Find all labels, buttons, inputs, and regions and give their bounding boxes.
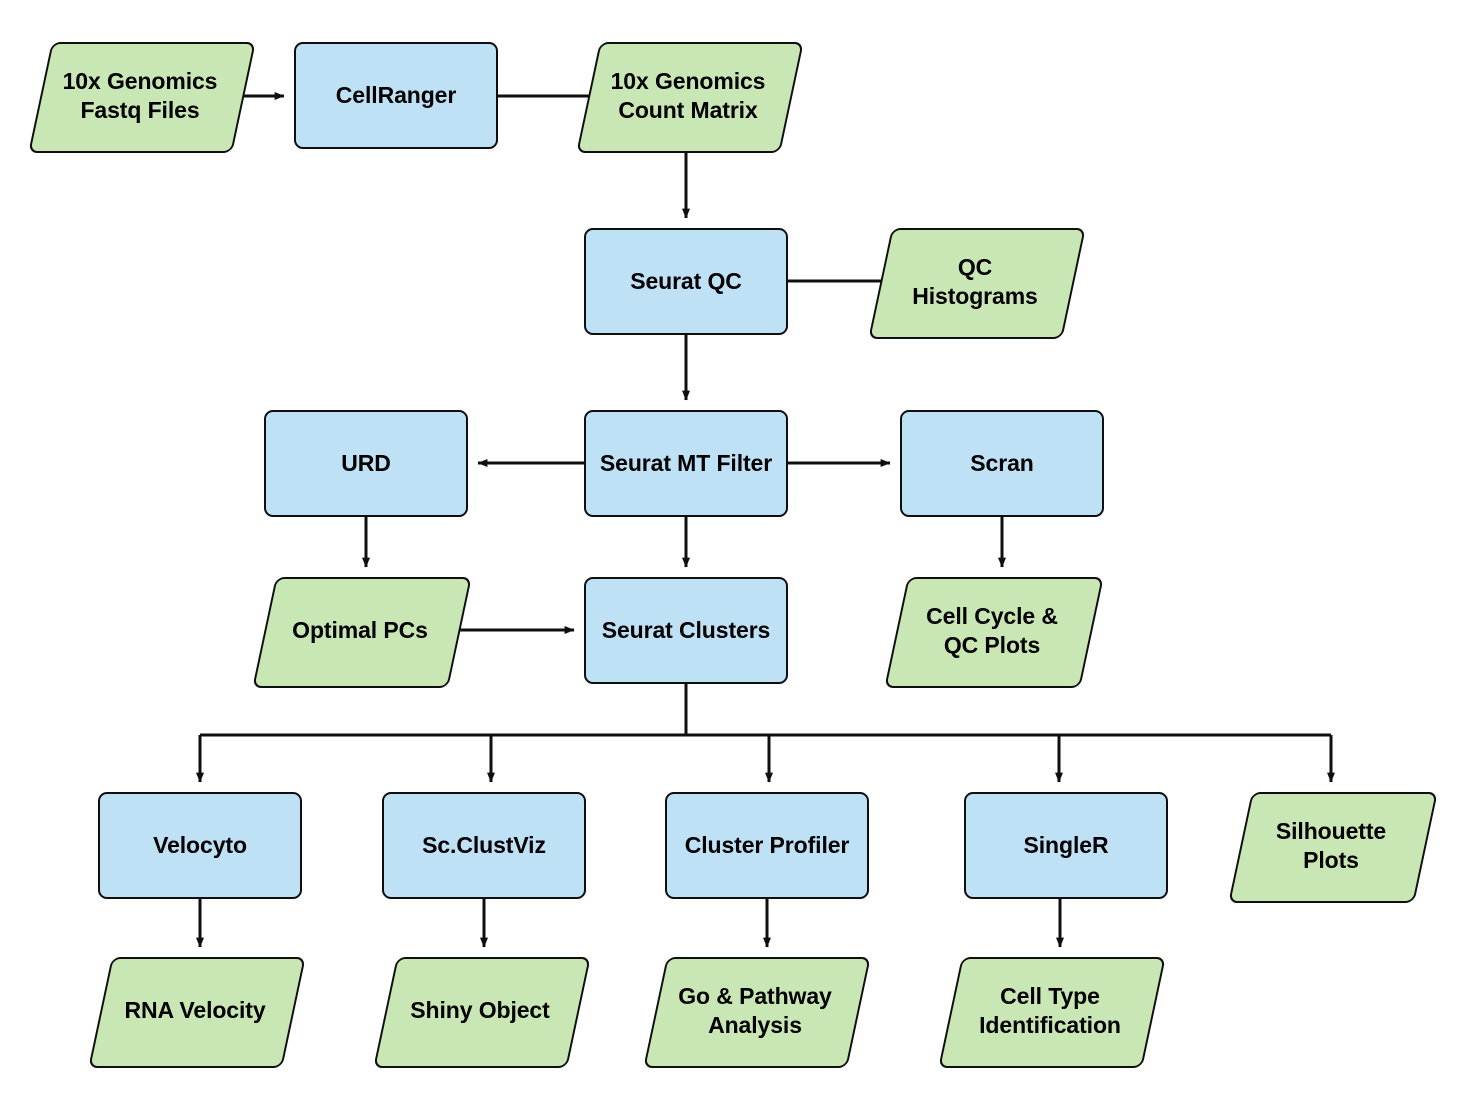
node-label: URD	[341, 450, 391, 477]
node-label: CellRanger	[335, 82, 457, 109]
node-silhouette[interactable]: Silhouette Plots	[1228, 792, 1438, 903]
node-optimalpcs[interactable]: Optimal PCs	[252, 577, 472, 688]
node-countmatrix[interactable]: 10x Genomics Count Matrix	[576, 42, 804, 153]
node-singler[interactable]: SingleR	[964, 792, 1168, 899]
node-shinyobject[interactable]: Shiny Object	[373, 957, 591, 1068]
node-fastq[interactable]: 10x Genomics Fastq Files	[28, 42, 256, 153]
node-label: Cluster Profiler	[684, 832, 850, 859]
node-label: Go & Pathway Analysis	[678, 983, 832, 1038]
node-scran[interactable]: Scran	[900, 410, 1104, 517]
node-urd[interactable]: URD	[264, 410, 468, 517]
node-scclustviz[interactable]: Sc.ClustViz	[382, 792, 586, 899]
node-label: Seurat QC	[630, 268, 742, 295]
node-label: SingleR	[1023, 832, 1109, 859]
node-label: Scran	[970, 450, 1034, 477]
node-qchist[interactable]: QC Histograms	[868, 228, 1086, 339]
node-label: Sc.ClustViz	[422, 832, 546, 859]
node-label: Seurat MT Filter	[599, 450, 773, 477]
node-label: Velocyto	[153, 832, 247, 859]
node-cellcycle[interactable]: Cell Cycle & QC Plots	[884, 577, 1104, 688]
node-label: 10x Genomics Fastq Files	[62, 68, 218, 123]
node-label: Cell Type Identification	[979, 983, 1121, 1038]
node-velocyto[interactable]: Velocyto	[98, 792, 302, 899]
node-label: RNA Velocity	[124, 997, 266, 1024]
node-clusterprof[interactable]: Cluster Profiler	[665, 792, 869, 899]
node-label: Seurat Clusters	[601, 617, 771, 644]
node-label: Silhouette Plots	[1275, 818, 1387, 873]
node-rnavelocity[interactable]: RNA Velocity	[88, 957, 306, 1068]
node-clusters[interactable]: Seurat Clusters	[584, 577, 788, 684]
node-label: Optimal PCs	[292, 617, 428, 644]
node-label: Shiny Object	[410, 997, 550, 1024]
node-label: 10x Genomics Count Matrix	[610, 68, 766, 123]
node-celltype[interactable]: Cell Type Identification	[938, 957, 1166, 1068]
node-gopathway[interactable]: Go & Pathway Analysis	[643, 957, 871, 1068]
node-mtfilter[interactable]: Seurat MT Filter	[584, 410, 788, 517]
node-label: QC Histograms	[912, 254, 1038, 309]
node-cellranger[interactable]: CellRanger	[294, 42, 498, 149]
node-seuratqc[interactable]: Seurat QC	[584, 228, 788, 335]
node-label: Cell Cycle & QC Plots	[926, 603, 1058, 658]
